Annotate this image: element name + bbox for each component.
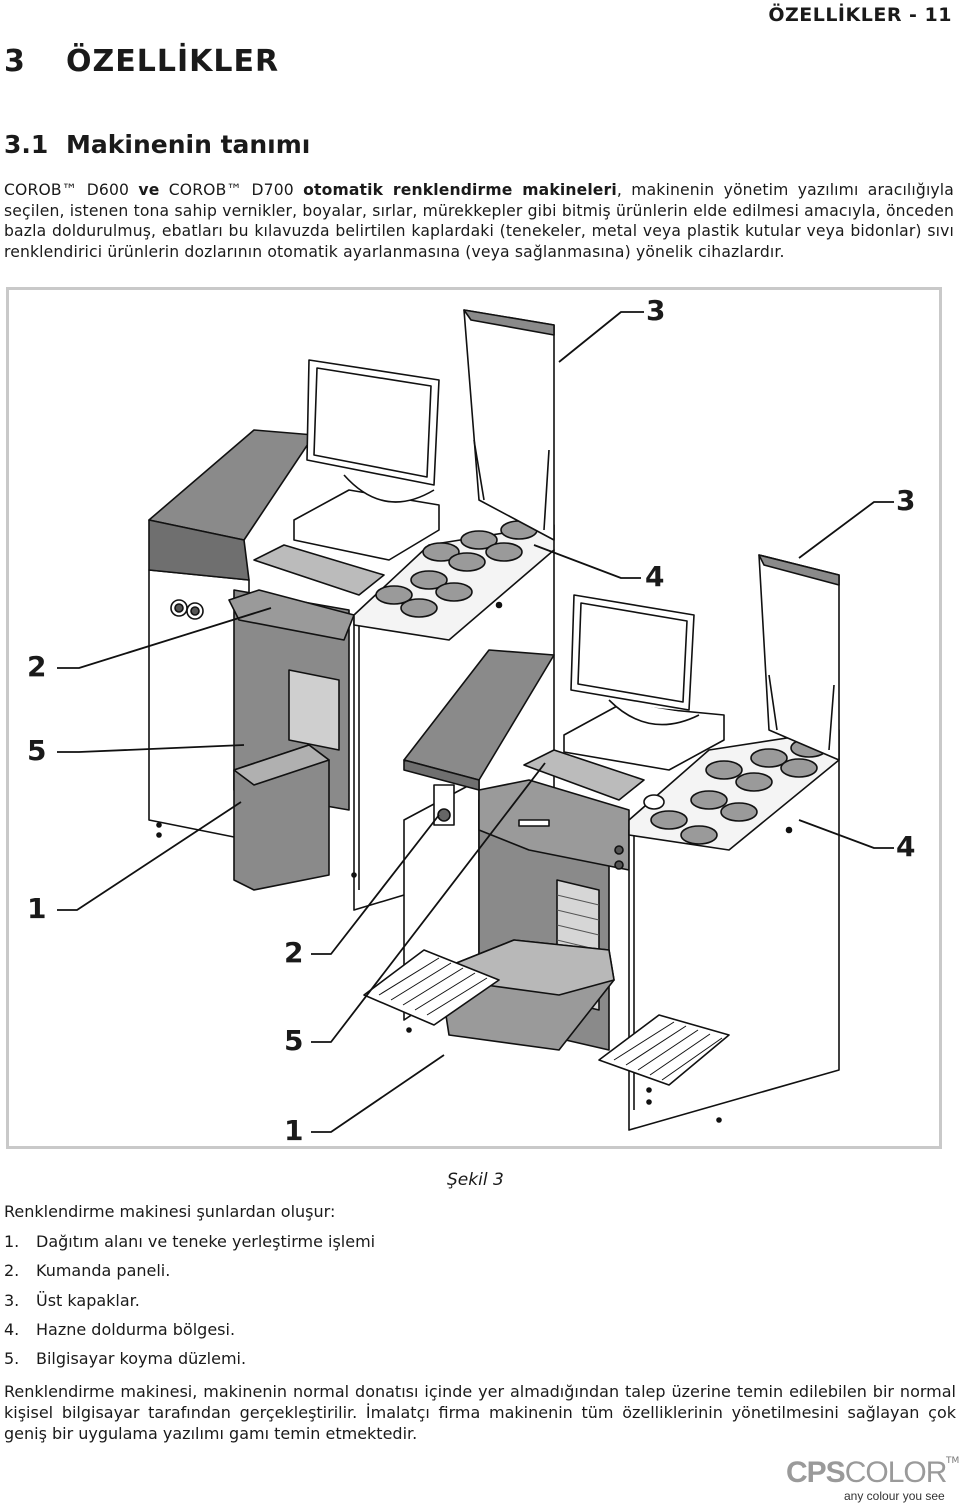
list-item-number: 3. [4,1290,20,1310]
callout-3-right: 3 [896,484,916,517]
list-item: 5. Bilgisayar koyma düzlemi. [4,1349,375,1378]
callout-4-upper: 4 [645,560,665,593]
front-right-tray [598,1014,730,1086]
cpscolor-logo: CPSCOLOR TM any colour you see [786,1456,960,1503]
intro-part-1: COROB™ D600 [4,181,139,199]
list-item-label: Üst kapaklar. [36,1290,140,1310]
callout-1-center: 1 [284,1114,304,1147]
back-top-panel [148,429,315,541]
intro-part-4: otomatik renklendirme makineleri [303,181,617,199]
list-item-number: 1. [4,1232,20,1251]
callout-1-left: 1 [27,892,47,925]
front-keyboard [523,749,645,801]
leader-3b [798,501,894,559]
intro-paragraph: COROB™ D600 ve COROB™ D700 otomatik renk… [4,180,954,262]
parts-intro: Renklendirme makinesi şunlardan oluşur: [4,1202,336,1221]
callout-leaders [57,311,894,1133]
list-item-number: 4. [4,1319,20,1339]
front-mouse [643,794,665,810]
intro-part-2: ve [138,181,160,199]
subsection-title: Makinenin tanımı [66,130,311,159]
figure-caption: Şekil 3 [447,1170,504,1190]
list-item-number: 2. [4,1261,20,1281]
list-item-label: Bilgisayar koyma düzlemi. [36,1349,247,1369]
parts-list: 1. Dağıtım alanı ve teneke yerleştirme iş… [4,1232,375,1378]
list-item-number: 5. [4,1349,20,1369]
front-knob [437,808,451,822]
list-item: 1. Dağıtım alanı ve teneke yerleştirme iş… [4,1232,375,1261]
back-upper-lid [463,309,555,541]
subsection-heading: 3.1 Makinenin tanımı [4,130,310,159]
callout-2-center: 2 [284,936,304,969]
leader-5b [311,762,546,1043]
running-header: ÖZELLİKLER - 11 [768,4,952,26]
callout-5-center: 5 [284,1024,304,1057]
logo-brand-a: CPS [786,1456,846,1489]
leader-5a [57,744,245,753]
leader-4a [533,544,641,579]
list-item: 2. Kumanda paneli. [4,1261,375,1290]
back-dispense-hood [228,589,355,641]
callout-5-left: 5 [27,734,47,767]
leader-1b [311,1054,445,1133]
section-title: ÖZELLİKLER [66,44,280,79]
front-canisters [650,738,828,845]
leader-3a [558,311,644,363]
front-machine [363,554,840,1131]
callout-3-top: 3 [646,294,666,327]
front-upper-lid [758,554,840,761]
list-item: 4. Hazne doldurma bölgesi. [4,1320,375,1349]
intro-part-3: COROB™ D700 [159,181,304,199]
outro-paragraph: Renklendirme makinesi, makinenin normal … [4,1382,956,1443]
back-keyboard [253,544,385,596]
subsection-number: 3.1 [4,130,49,159]
intro-part-5: , makinenin yönetim yazılımı aracılığıyl… [4,181,954,261]
section-heading: 3 ÖZELLİKLER [4,44,279,79]
section-number: 3 [4,44,26,79]
list-item-label: Hazne doldurma bölgesi. [36,1319,236,1339]
logo-tagline: any colour you see [844,1489,945,1503]
leader-2b [311,814,440,955]
logo-trademark: TM [946,1456,960,1466]
callout-4-right: 4 [896,830,916,863]
machine-illustration [57,309,894,1133]
leader-4b [798,819,894,849]
leader-1a [57,801,242,911]
callout-2-left: 2 [27,650,47,683]
list-item-label: Kumanda paneli. [36,1261,171,1281]
back-pc-case [293,489,440,561]
list-item: 3. Üst kapaklar. [4,1291,375,1320]
logo-brand-b: COLOR [844,1456,948,1489]
machine-figure: 3 3 4 2 5 4 1 2 5 1 [6,287,942,1149]
list-item-label: Dağıtım alanı ve teneke yerleştirme işle… [36,1232,376,1251]
leader-2a [57,607,272,669]
logo-wordmark: CPSCOLOR [786,1456,948,1490]
